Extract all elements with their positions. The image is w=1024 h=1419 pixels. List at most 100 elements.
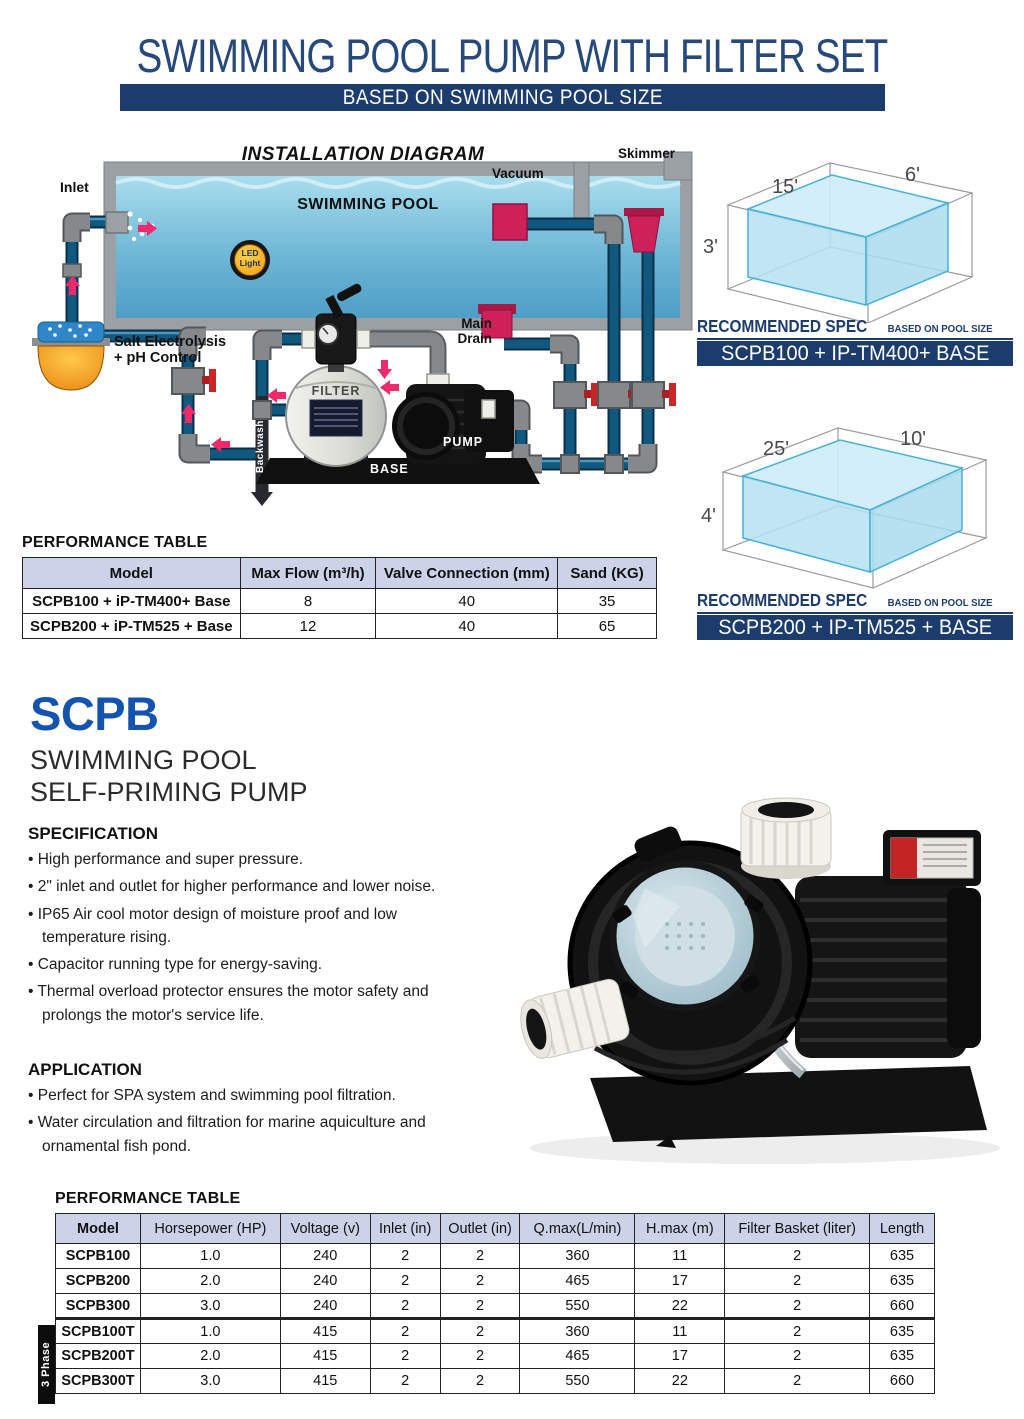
bullet-item: Capacitor running type for energy-saving… [28,953,460,976]
value-cell: 1.0 [139,1317,281,1344]
column-header: Model [22,557,241,589]
specification-list: High performance and super pressure.2" i… [28,848,460,1031]
value-cell: 635 [869,1243,935,1269]
value-cell: 360 [519,1243,636,1269]
spec2-model-bar: SCPB200 + IP-TM525 + BASE [697,615,1013,640]
flow-arrows [65,221,399,452]
value-cell: 2 [439,1268,521,1294]
spec1-model-bar: SCPB100 + IP-TM400+ BASE [697,341,1013,366]
label-base: BASE [370,462,409,476]
column-header: Model [55,1213,141,1244]
value-cell: 2 [369,1293,441,1319]
model-cell: SCPB300 [55,1293,141,1319]
label-inlet: Inlet [60,179,89,195]
application-list: Perfect for SPA system and swimming pool… [28,1084,460,1162]
value-cell: 2 [439,1243,521,1269]
value-cell: 240 [279,1243,371,1269]
swimming-pool-body [103,151,693,331]
column-header: Sand (KG) [557,557,657,589]
value-cell: 2 [724,1293,870,1319]
label-salt-electrolysis: Salt Electrolysis + pH Control [114,334,227,367]
bullet-item: Water circulation and filtration for mar… [28,1111,460,1158]
value-cell: 240 [279,1293,371,1319]
column-header: H.max (m) [634,1213,726,1244]
product-name: SCPB [30,687,159,740]
application-heading: APPLICATION [28,1060,142,1079]
value-cell: 415 [279,1368,371,1394]
value-cell: 40 [375,588,559,614]
three-phase-label: 3 Phase [38,1325,55,1404]
pump-table-title: PERFORMANCE TABLE [55,1190,241,1207]
led-light [230,240,270,280]
model-cell: SCPB300T [55,1368,141,1394]
value-cell: 2 [369,1243,441,1269]
bullet-item: Perfect for SPA system and swimming pool… [28,1084,460,1107]
value-cell: 3.0 [139,1368,281,1394]
pool2-length: 25' [763,438,790,460]
pump-unit [392,384,514,464]
page-subtitle-bar: BASED ON SWIMMING POOL SIZE [120,84,885,111]
filter-table-title: PERFORMANCE TABLE [22,534,208,551]
column-header: Max Flow (m³/h) [239,557,377,589]
spec2-model: SCPB200 + IP-TM525 + BASE [718,616,992,639]
value-cell: 2 [724,1243,870,1269]
value-cell: 2 [724,1317,870,1344]
pool-cube-large [721,427,988,589]
valves [171,367,676,409]
value-cell: 2 [369,1343,441,1369]
bullet-item: High performance and super pressure. [28,848,460,871]
spec1-heading: RECOMMENDED SPEC [697,316,868,336]
installation-diagram-art [32,151,693,506]
spec2-heading: RECOMMENDED SPEC [697,590,868,610]
label-vacuum: Vacuum [492,166,544,181]
pool1-depth: 3' [703,236,718,258]
spec2-heading-note: BASED ON POOL SIZE [887,597,993,609]
main-drain-fitting [478,304,516,339]
value-cell: 65 [557,613,657,639]
model-cell: SCPB100T [55,1317,141,1344]
bullet-item: Thermal overload protector ensures the m… [28,980,460,1027]
value-cell: 22 [634,1368,726,1394]
label-filter: FILTER [311,384,361,398]
diagram-title: INSTALLATION DIAGRAM [241,144,485,165]
column-header: Voltage (v) [279,1213,371,1244]
model-cell: SCPB200 + iP-TM525 + Base [22,613,241,639]
column-header: Outlet (in) [439,1213,521,1244]
value-cell: 2 [369,1317,441,1344]
value-cell: 17 [634,1343,726,1369]
value-cell: 35 [557,588,657,614]
value-cell: 240 [279,1268,371,1294]
pool-cube-small [726,162,974,323]
value-cell: 660 [869,1293,935,1319]
label-main-drain: Main Drain [457,316,492,347]
label-swimming-pool: SWIMMING POOL [297,196,439,213]
value-cell: 12 [239,613,377,639]
column-header: Length [869,1213,935,1244]
value-cell: 3.0 [139,1293,281,1319]
pool2-width: 10' [900,428,927,450]
column-header: Horsepower (HP) [139,1213,281,1244]
value-cell: 2 [724,1343,870,1369]
value-cell: 2 [439,1368,521,1394]
pool1-length: 15' [772,176,799,198]
pool2-depth: 4' [701,505,716,527]
value-cell: 22 [634,1293,726,1319]
salt-electrolysis-unit [32,321,110,391]
model-cell: SCPB100 [55,1243,141,1269]
column-header: Q.max(L/min) [519,1213,636,1244]
value-cell: 2 [439,1317,521,1344]
value-cell: 635 [869,1268,935,1294]
value-cell: 2 [369,1368,441,1394]
